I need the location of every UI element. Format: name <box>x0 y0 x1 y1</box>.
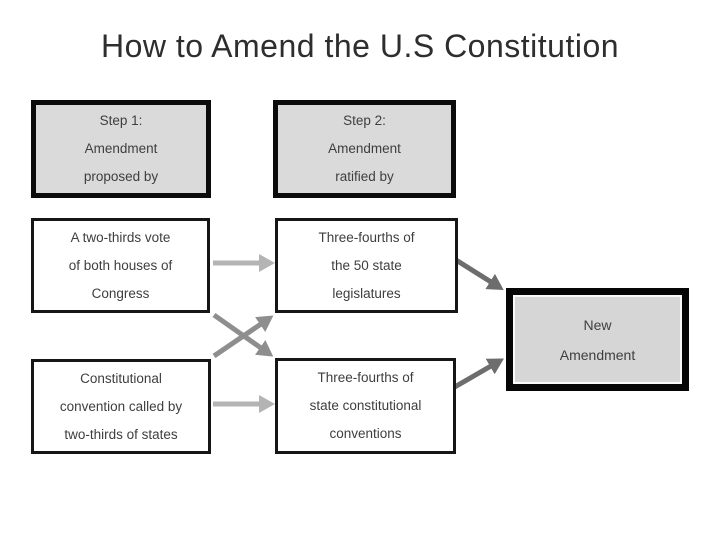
page-title: How to Amend the U.S Constitution <box>100 28 620 64</box>
new-amendment-box: New Amendment <box>506 288 689 391</box>
state-conventions-box: Three-fourths of state constitutional co… <box>275 358 456 454</box>
new-amendment-label: New Amendment <box>559 316 636 363</box>
constitutional-convention-box: Constitutional convention called by two-… <box>31 359 211 454</box>
arrow-conventions-to-new-amendment <box>451 358 504 391</box>
constitutional-convention-label: Constitutional convention called by two-… <box>59 370 183 442</box>
step1-header-box: Step 1: Amendment proposed by <box>31 100 211 198</box>
step2-header-box: Step 2: Amendment ratified by <box>273 100 456 198</box>
congress-vote-box: A two-thirds vote of both houses of Cong… <box>31 218 210 313</box>
arrow-congress-to-conventions <box>212 312 274 357</box>
state-conventions-label: Three-fourths of state constitutional co… <box>309 370 422 441</box>
arrow-legislatures-to-new-amendment <box>454 257 504 290</box>
congress-vote-label: A two-thirds vote of both houses of Cong… <box>68 229 173 301</box>
step2-header-label: Step 2: Amendment ratified by <box>328 113 401 184</box>
state-legislatures-label: Three-fourths of the 50 state legislatur… <box>318 229 415 301</box>
arrow-convention-to-legislatures <box>212 315 274 359</box>
step1-header-label: Step 1: Amendment proposed by <box>83 113 159 184</box>
state-legislatures-box: Three-fourths of the 50 state legislatur… <box>275 218 458 313</box>
